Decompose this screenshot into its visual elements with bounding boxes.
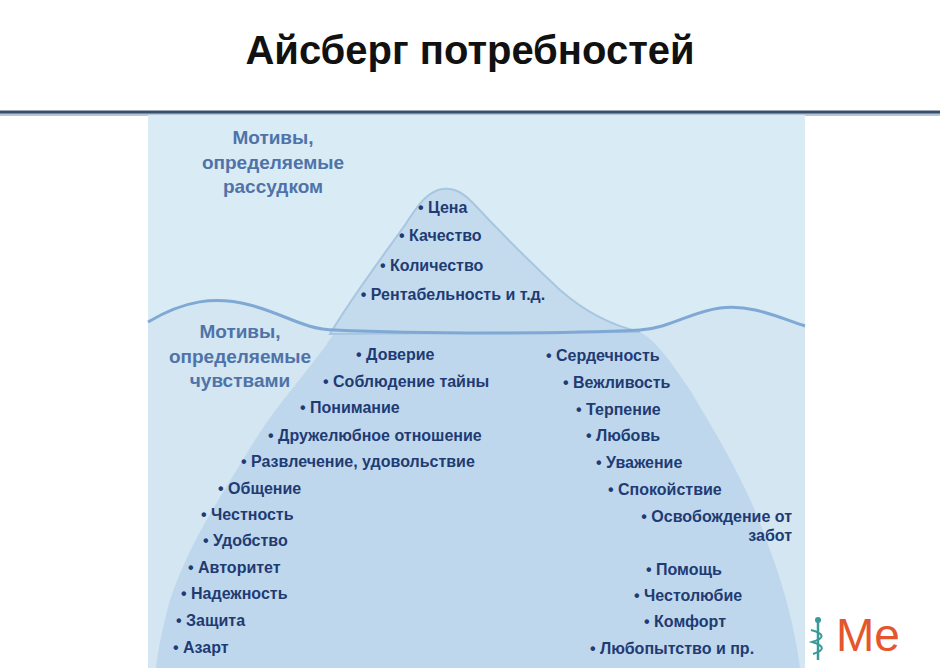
rational-motive: • Цена: [418, 198, 467, 217]
emotional-motive: • Вежливость: [563, 373, 670, 392]
emotional-motive: • Спокойствие: [608, 480, 722, 499]
emotional-motive: • Удобство: [203, 531, 288, 550]
page-title: Айсберг потребностей: [0, 26, 940, 74]
rational-motive: • Рентабельность и т.д.: [358, 285, 548, 304]
group-heading: Мотивы, определяемые рассудком: [178, 126, 368, 200]
water: [148, 301, 805, 668]
emotional-motive: • Соблюдение тайны: [323, 372, 489, 391]
emotional-motive: • Любовь: [586, 426, 660, 445]
emotional-motive: • Любопытство и пр.: [590, 639, 754, 658]
logo-icon: [811, 617, 822, 660]
emotional-motive: • Дружелюбное отношение: [268, 426, 482, 445]
emotional-motive: • Терпение: [576, 400, 661, 419]
sky-panel: [148, 115, 805, 668]
group-heading: Мотивы, определяемые чувствами: [150, 320, 330, 394]
logo-text: Me: [836, 608, 900, 663]
emotional-motive: • Комфорт: [644, 612, 726, 631]
emotional-motive: • Надежность: [181, 584, 287, 603]
emotional-motive: • Помощь: [646, 560, 722, 579]
emotional-motive: • Честолюбие: [634, 586, 742, 605]
emotional-motive: • Сердечность: [546, 346, 660, 365]
emotional-motive: • Уважение: [596, 453, 682, 472]
emotional-motive: • Доверие: [356, 345, 434, 364]
emotional-motive: • Защита: [176, 611, 245, 630]
emotional-motive: • Авторитет: [188, 558, 281, 577]
emotional-motive: • Честность: [201, 505, 294, 524]
iceberg-tip: [330, 189, 640, 334]
emotional-motive: • Общение: [218, 479, 301, 498]
rational-motive: • Качество: [399, 226, 482, 245]
emotional-motive: • Развлечение, удовольствие: [241, 452, 475, 471]
emotional-motive: • Понимание: [300, 398, 400, 417]
emotional-motive: • Азарт: [173, 638, 229, 657]
emotional-motive: • Освобождение от забот: [612, 507, 792, 545]
title-rule: [0, 111, 940, 114]
rational-motive: • Количество: [380, 256, 483, 275]
